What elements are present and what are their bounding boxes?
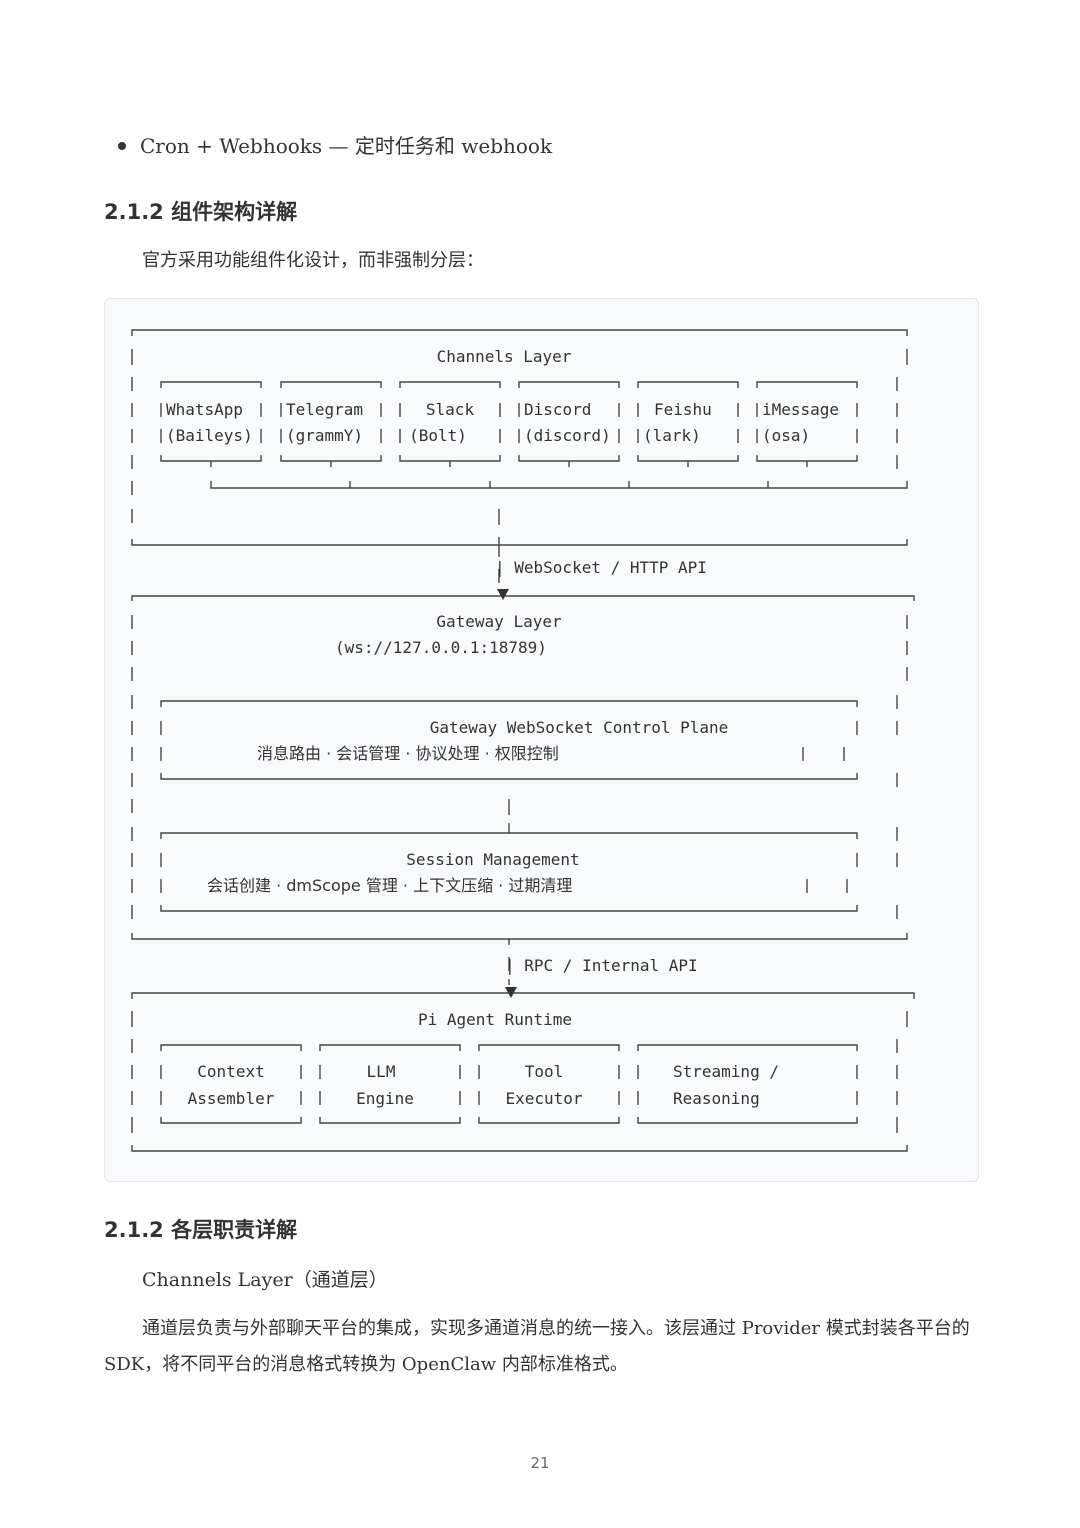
session-management-title: Session Management	[406, 850, 579, 869]
section-heading-layers: 2.1.2 各层职责详解	[104, 1218, 298, 1242]
channel-imessage-lib: (osa)	[762, 426, 810, 445]
control-plane-box-top	[160, 700, 858, 707]
channels-box-bottom	[131, 539, 908, 546]
channel-telegram-lib: (grammY)	[286, 426, 363, 445]
channel-side-bars	[160, 403, 858, 443]
diagram-svg: Channels Layer WhatsApp (Baileys) Telegr…	[131, 329, 915, 1152]
runtime-streaming-l2: Reasoning	[673, 1089, 760, 1108]
runtime-context-l2: Assembler	[188, 1089, 275, 1108]
channel-feishu-lib: (lark)	[643, 426, 701, 445]
channel-discord-lib: (discord)	[524, 426, 611, 445]
channel-bus	[210, 481, 908, 489]
intro-paragraph: 官方采用功能组件化设计，而非强制分层：	[142, 250, 484, 271]
channel-feishu-name: Feishu	[654, 400, 712, 419]
runtime-streaming-l1: Streaming /	[673, 1062, 779, 1081]
gateway-box-bottom	[131, 933, 908, 940]
channel-whatsapp-name: WhatsApp	[166, 400, 243, 419]
channel-imessage-name: iMessage	[762, 400, 839, 419]
bullet-text: Cron + Webhooks — 定时任务和 webhook	[140, 134, 553, 158]
runtime-box-bottom	[131, 1145, 908, 1152]
gateway-layer-title: Gateway Layer	[436, 612, 562, 631]
channels-layer-title: Channels Layer	[437, 347, 572, 366]
channel-telegram-name: Telegram	[286, 400, 363, 419]
runtime-box-top	[131, 992, 915, 999]
body-paragraph: 通道层负责与外部聊天平台的集成，实现多通道消息的统一接入。该层通过 Provid…	[104, 1318, 970, 1375]
channel-slack-name: Slack	[426, 400, 475, 419]
session-box-bottom	[160, 905, 858, 912]
sub-heading-channels: Channels Layer（通道层）	[142, 1269, 388, 1291]
arrow-down-icon	[497, 589, 509, 600]
runtime-tool-l1: Tool	[525, 1062, 564, 1081]
bullet-item: Cron + Webhooks — 定时任务和 webhook	[118, 130, 552, 162]
channel-boxes	[160, 381, 858, 467]
websocket-link-label: | WebSocket / HTTP API	[495, 558, 707, 577]
section-heading-architecture: 2.1.2 组件架构详解	[104, 200, 298, 224]
arrow-down-icon	[505, 987, 517, 998]
channel-whatsapp-lib: (Baileys)	[166, 426, 253, 445]
diagram-lines	[131, 329, 915, 1152]
control-plane-box-bottom	[160, 773, 858, 780]
runtime-tool-l2: Executor	[505, 1089, 582, 1108]
runtime-llm-l1: LLM	[367, 1062, 396, 1081]
session-management-desc: 会话创建 · dmScope 管理 · 上下文压缩 · 过期清理	[207, 876, 572, 895]
gateway-box-top	[131, 595, 915, 601]
page-number: 21	[530, 1454, 550, 1472]
channels-box-top	[131, 329, 908, 336]
control-plane-title: Gateway WebSocket Control Plane	[430, 718, 729, 737]
channel-labels: WhatsApp (Baileys) Telegram (grammY) Sla…	[166, 400, 839, 445]
session-box-top	[160, 832, 858, 839]
runtime-context-l1: Context	[197, 1062, 264, 1081]
channel-discord-name: Discord	[524, 400, 591, 419]
gateway-address: (ws://127.0.0.1:18789)	[335, 638, 547, 657]
bullet-dot-icon	[118, 141, 126, 150]
channel-slack-lib: (Bolt)	[409, 426, 467, 445]
architecture-diagram: Channels Layer WhatsApp (Baileys) Telegr…	[104, 298, 979, 1182]
runtime-title: Pi Agent Runtime	[418, 1010, 572, 1029]
control-plane-desc: 消息路由 · 会话管理 · 协议处理 · 权限控制	[257, 744, 559, 763]
rpc-link-label: | RPC / Internal API	[505, 956, 698, 975]
runtime-boxes	[160, 1044, 858, 1124]
runtime-llm-l2: Engine	[356, 1089, 414, 1108]
